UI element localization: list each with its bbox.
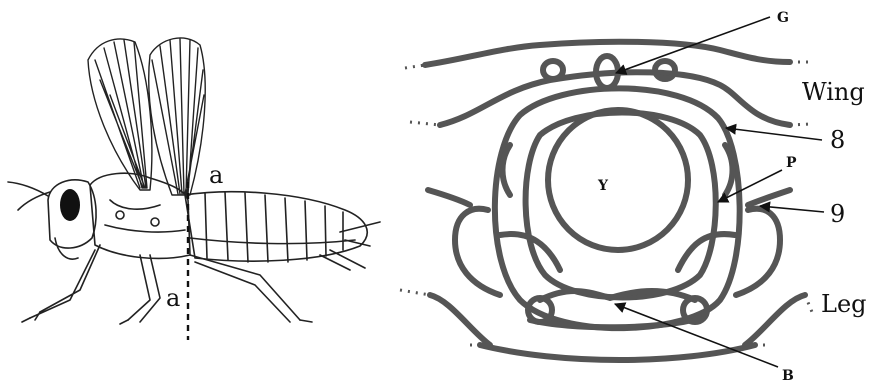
label-y: Y bbox=[597, 178, 609, 194]
head bbox=[8, 180, 96, 259]
hind-wing-left bbox=[88, 39, 152, 190]
compound-eye bbox=[60, 189, 80, 221]
label-p: P bbox=[786, 155, 797, 171]
section-label-top: a bbox=[209, 161, 223, 189]
section-label-bottom: a bbox=[166, 284, 180, 312]
label-leg: Leg bbox=[821, 290, 867, 318]
central-cavity-y bbox=[548, 110, 688, 250]
cross-section-diagram bbox=[400, 42, 812, 360]
label-8: 8 bbox=[830, 126, 845, 154]
outer-ring bbox=[495, 88, 740, 328]
label-b: B bbox=[782, 368, 794, 384]
arrow-g bbox=[616, 17, 770, 73]
hind-wing-right bbox=[149, 38, 205, 195]
ventral-arc-b bbox=[540, 291, 695, 300]
label-9: 9 bbox=[830, 200, 845, 228]
label-wing: Wing bbox=[802, 78, 865, 106]
label-g: G bbox=[777, 10, 789, 26]
abdomen bbox=[185, 192, 380, 270]
arrow-8 bbox=[726, 128, 822, 140]
grasshopper-illustration bbox=[8, 38, 380, 340]
